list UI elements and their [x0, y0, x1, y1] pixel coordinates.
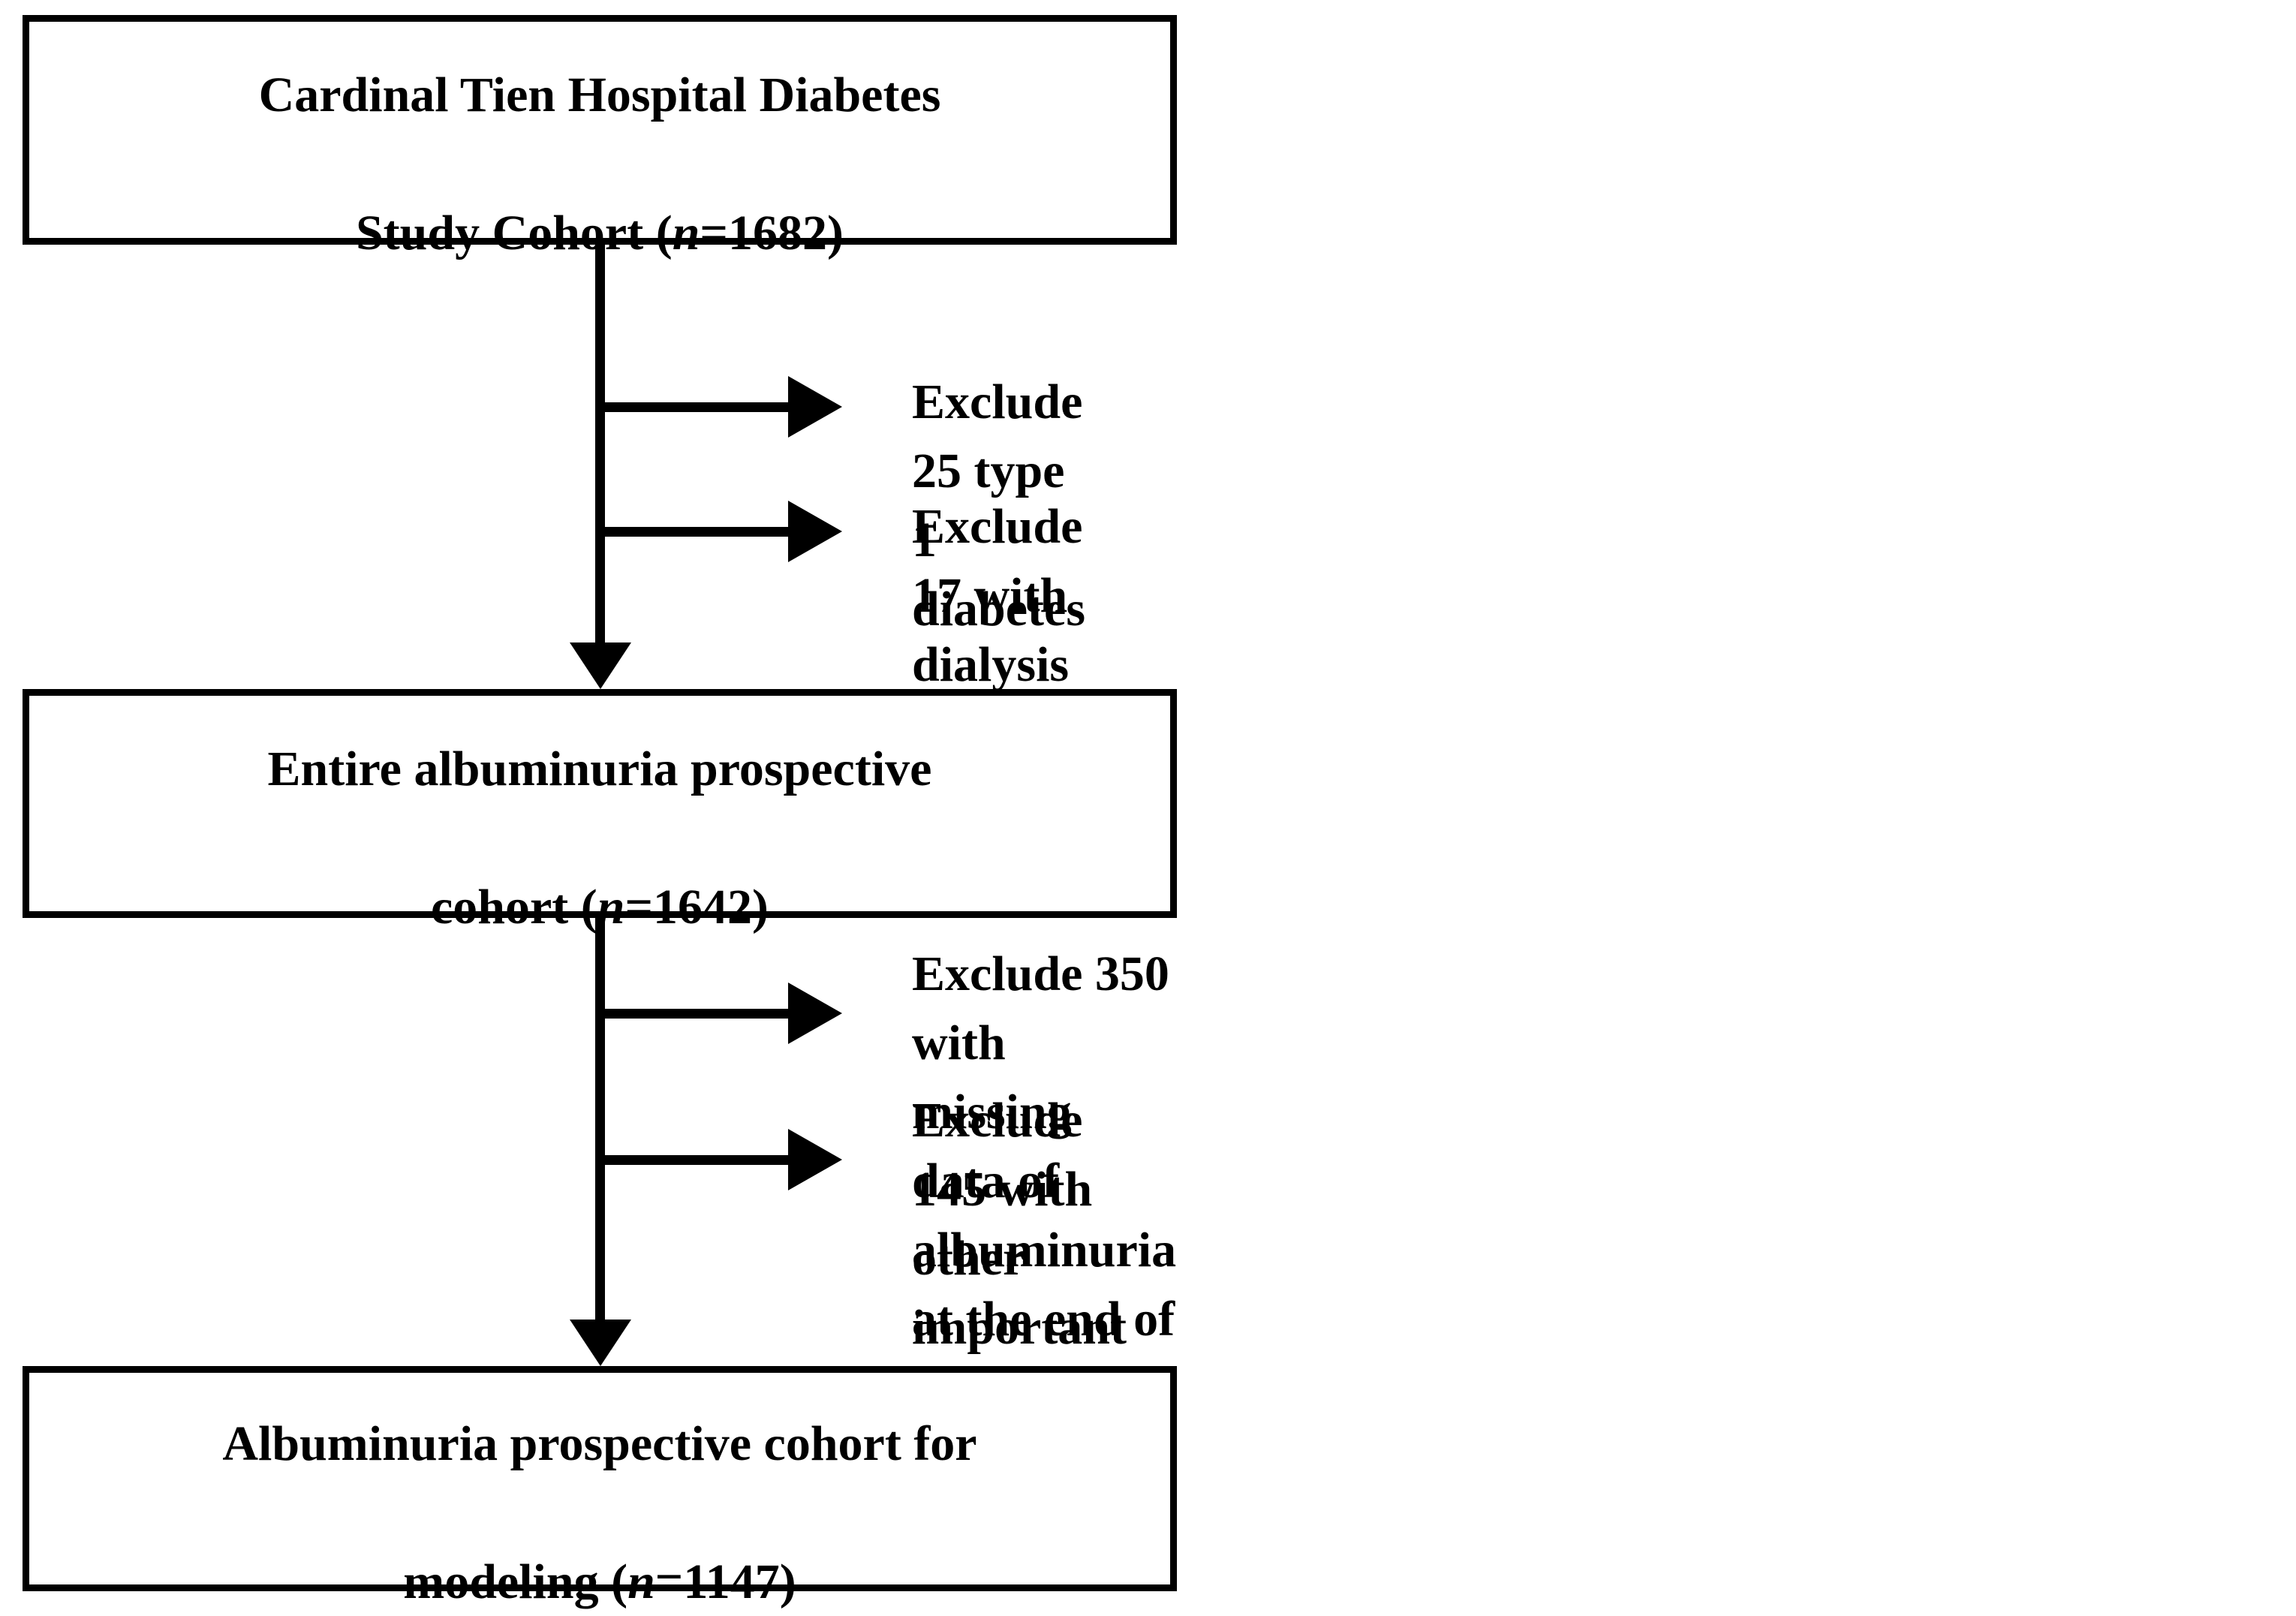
arrowhead-down-to-modeling-cohort: [570, 1320, 631, 1366]
arrowhead-right-dialysis: [788, 501, 842, 562]
exclusion-branch-line-dialysis: [600, 527, 794, 537]
exclusion-branch-line-type1: [600, 402, 794, 412]
flow-box-cohort-source: Cardinal Tien Hospital Diabetes Study Co…: [23, 15, 1177, 260]
connector-line-entire-to-model: [595, 918, 605, 1321]
exclusion-branch-line-missing-albuminuria: [600, 1009, 794, 1019]
flow-box-cohort-source-label: Cardinal Tien Hospital Diabetes Study Co…: [258, 68, 941, 260]
exclusion-label-type1: Exclude 25 type 1 diabetes: [912, 375, 1085, 636]
flow-box-cohort-entire: Entire albuminuria prospective cohort (n…: [23, 689, 1177, 934]
exclusion-branch-line-other-missing: [600, 1155, 794, 1165]
arrowhead-right-other-missing: [788, 1129, 842, 1190]
flow-box-cohort-entire-label: Entire albuminuria prospective cohort (n…: [267, 741, 932, 934]
exclusion-label-dialysis: Exclude 17 with dialysis: [912, 499, 1083, 692]
connector-line-source-to-entire: [595, 245, 605, 649]
arrowhead-right-type1: [788, 376, 842, 438]
flow-box-cohort-model: Albuminuria prospective cohort for model…: [23, 1366, 1177, 1609]
flow-box-cohort-model-label: Albuminuria prospective cohort for model…: [222, 1416, 977, 1609]
arrowhead-right-missing-albuminuria: [788, 983, 842, 1044]
arrowhead-down-to-entire-cohort: [570, 642, 631, 689]
